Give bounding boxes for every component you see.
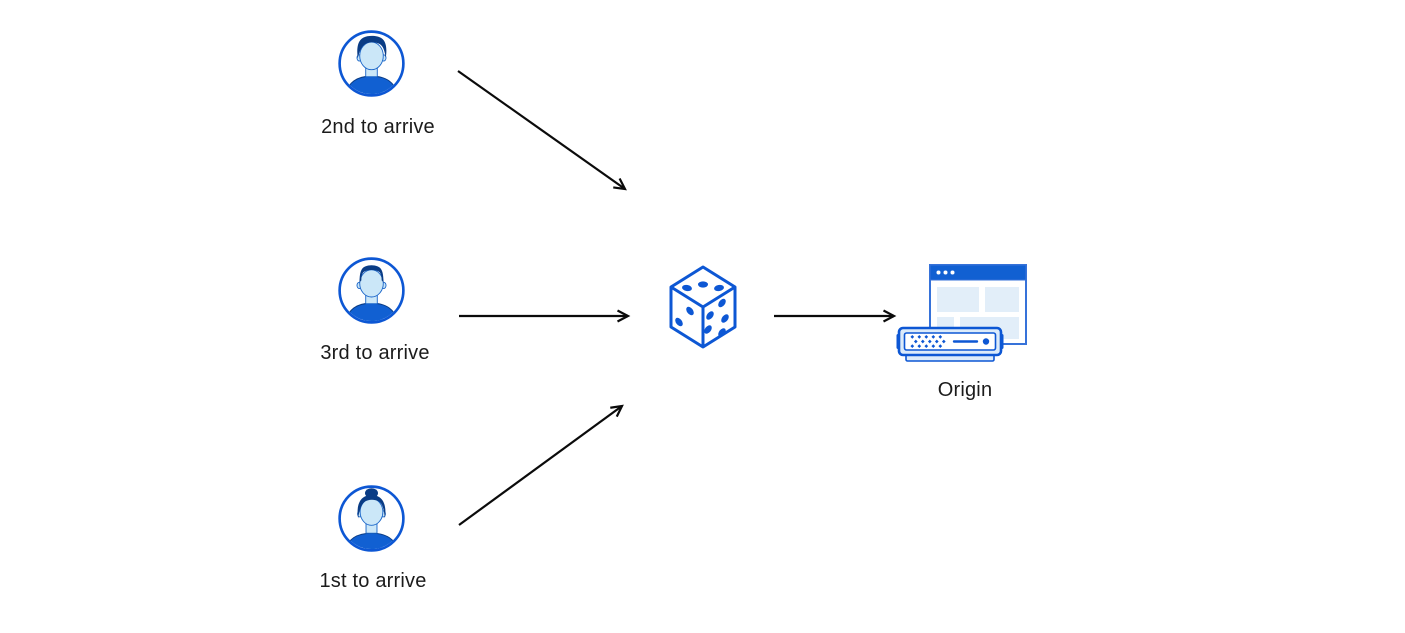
arrow-visitor2-to-dice [457,70,627,191]
node-label-visitor-2nd: 2nd to arrive [321,116,435,138]
node-label-origin: Origin [937,379,993,401]
dice-icon [669,265,737,349]
origin-server-icon [896,264,1027,362]
arrow-visitor1-to-dice [458,404,624,526]
node-label-visitor-1st: 1st to arrive [319,570,427,592]
avatar-man-flat-hair-icon [338,257,405,324]
dice-right-face-pips [704,298,729,337]
avatar-man-wavy-hair-icon [338,30,405,97]
dice-top-face-pips [682,281,724,292]
node-label-visitor-3rd: 3rd to arrive [320,342,430,364]
server-icon [896,326,1004,362]
avatar-woman-icon [338,485,405,552]
dice-left-face-pips [675,306,694,327]
